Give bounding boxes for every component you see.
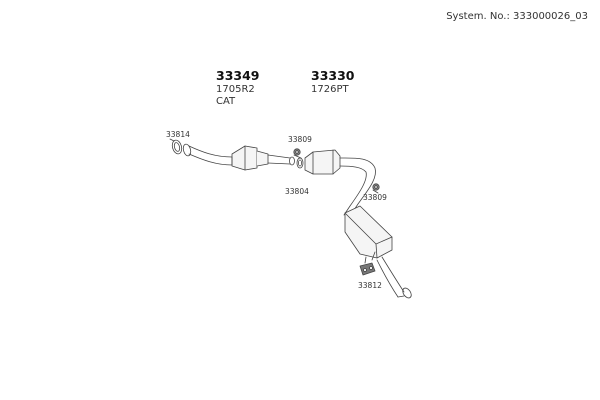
tail-pipe (376, 256, 412, 299)
middle-pipe (339, 157, 376, 217)
catalytic-converter (231, 145, 269, 171)
label-clamp-mid: 33809 (288, 135, 312, 144)
label-clamp-rear: 33809 (363, 193, 387, 202)
rear-silencer (344, 205, 393, 259)
front-pipe (182, 143, 233, 166)
part-number-pipe: 33330 (311, 68, 355, 83)
part-group-pipe: 33330 1726PT (311, 68, 355, 96)
middle-silencer (304, 149, 341, 175)
part-group-catalyst: 33349 1705R2 CAT (216, 68, 260, 109)
label-gasket-front: 33814 (166, 130, 190, 139)
part-code-pipe: 1726PT (311, 83, 349, 95)
gasket-ring-icon (169, 138, 183, 155)
part-type-catalyst: CAT (216, 96, 236, 108)
cat-outlet-pipe (267, 154, 295, 166)
part-number-catalyst: 33349 (216, 68, 260, 83)
seal-ring-icon (296, 157, 304, 169)
system-number: System. No.: 333000026_03 (446, 11, 588, 22)
clamp-icon (293, 148, 302, 159)
part-code-catalyst: 1705R2 (216, 83, 255, 95)
label-ring-mid: 33804 (285, 187, 309, 196)
hanger-icon (359, 251, 376, 276)
label-hanger-rear: 33812 (358, 281, 382, 290)
clamp-rear-icon (372, 183, 380, 194)
